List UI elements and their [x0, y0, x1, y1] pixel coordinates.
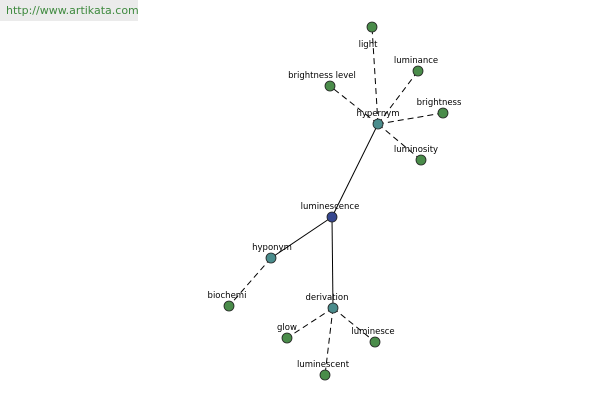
edge-hypernym-brightness-level: [329, 85, 379, 125]
node-luminescent[interactable]: [319, 369, 331, 381]
node-label-luminescence[interactable]: luminescence: [301, 202, 360, 212]
node-label-glow[interactable]: glow: [277, 323, 297, 333]
node-label-hyponym[interactable]: hyponym: [252, 243, 292, 253]
edge-luminescence-hyponym: [270, 216, 333, 259]
node-luminescence[interactable]: [326, 211, 338, 223]
node-label-brightness-level[interactable]: brightness level: [288, 71, 356, 81]
edge-hypernym-luminance: [377, 70, 419, 125]
nodes-layer: [223, 21, 449, 381]
node-hyponym[interactable]: [265, 252, 277, 264]
node-label-brightness[interactable]: brightness: [417, 98, 462, 108]
node-label-luminesce[interactable]: luminesce: [351, 327, 394, 337]
edge-luminescence-hypernym: [331, 123, 379, 218]
node-label-hypernym[interactable]: hypernym: [356, 109, 399, 119]
edge-derivation-luminescent: [324, 307, 334, 376]
edge-hypernym-brightness: [377, 112, 444, 125]
node-label-luminosity[interactable]: luminosity: [394, 145, 438, 155]
node-label-biochemi[interactable]: biochemi: [208, 291, 247, 301]
node-luminance[interactable]: [412, 65, 424, 77]
node-brightness[interactable]: [437, 107, 449, 119]
edge-luminescence-derivation: [331, 216, 334, 309]
edge-hypernym-light: [371, 26, 379, 125]
node-label-luminance[interactable]: luminance: [394, 56, 438, 66]
node-brightness-level[interactable]: [324, 80, 336, 92]
node-biochemi[interactable]: [223, 300, 235, 312]
edges-layer: [228, 26, 444, 376]
edge-hyponym-biochemi: [228, 257, 272, 307]
node-label-luminescent[interactable]: luminescent: [297, 360, 350, 370]
node-luminesce[interactable]: [369, 336, 381, 348]
node-glow[interactable]: [281, 332, 293, 344]
node-label-derivation[interactable]: derivation: [305, 293, 348, 303]
edge-derivation-glow: [286, 307, 334, 339]
node-light[interactable]: [366, 21, 378, 33]
labels-layer: luminescence hypernym hyponym derivation lig…: [208, 40, 462, 370]
node-label-light[interactable]: light: [359, 40, 379, 50]
edge-derivation-luminesce: [332, 307, 376, 343]
node-luminosity[interactable]: [415, 154, 427, 166]
site-url[interactable]: http://www.artikata.com: [0, 0, 139, 21]
node-hypernym[interactable]: [372, 118, 384, 130]
node-derivation[interactable]: [327, 302, 339, 314]
